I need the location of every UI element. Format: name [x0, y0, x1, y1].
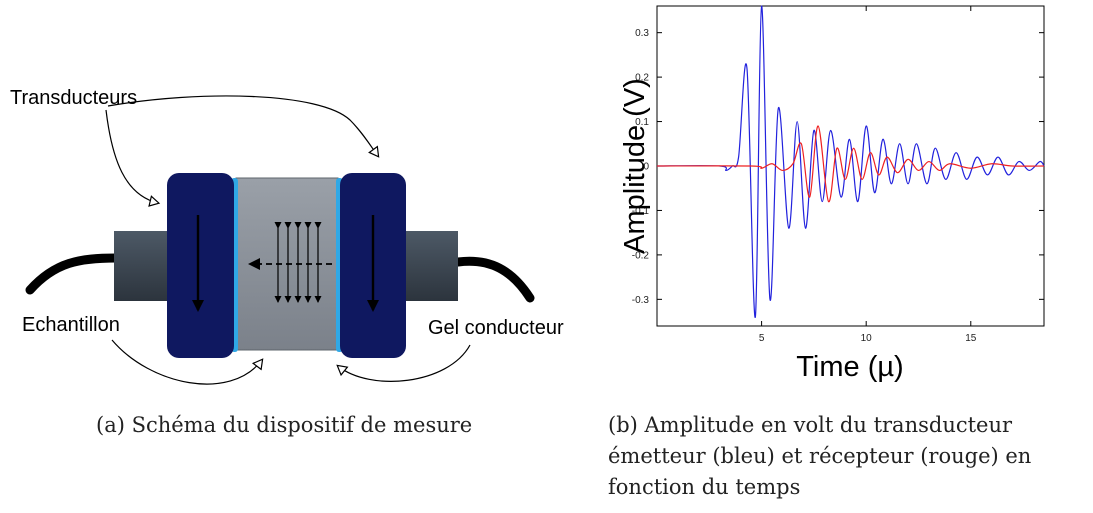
- series-line-emetteur: [656, 5, 1045, 318]
- y-tick-label: -0.3: [632, 295, 650, 306]
- series-line-recepteur: [656, 125, 1045, 203]
- left-housing: [114, 231, 174, 301]
- shear-wave-arrows: [274, 222, 322, 303]
- x-tick-label: 15: [965, 333, 977, 344]
- measurement-setup-diagram: Transducteurs Echantillon Gel conducteur: [10, 87, 564, 385]
- transducer-left: [167, 173, 234, 358]
- caption-b: (b) Amplitude en volt du transducteur ém…: [608, 413, 1032, 499]
- left-cable: [25, 253, 121, 295]
- y-axis-title: Amplitude (V): [619, 78, 651, 254]
- y-tick-label: 0.3: [635, 28, 649, 39]
- amplitude-chart: 0.3 0.2 0.1 0 -0.1 -0.2 -0.3 5 10 15 Amplitude (V…: [619, 5, 1045, 383]
- y-tick-label: 0.1: [635, 117, 649, 128]
- label-transducteurs: Transducteurs: [10, 87, 137, 109]
- right-cable: [453, 256, 535, 303]
- leader-echantillon: [111, 339, 262, 385]
- leader-transducteurs-right: [107, 95, 378, 156]
- right-housing: [400, 231, 458, 301]
- x-axis-title: Time (µ): [796, 351, 903, 383]
- y-tick-label: -0.1: [632, 206, 650, 217]
- y-tick-label: 0.2: [635, 73, 649, 84]
- x-tick-label: 10: [861, 333, 873, 344]
- y-tick-label: -0.2: [632, 250, 650, 261]
- caption-a: (a) Schéma du dispositif de mesure: [96, 413, 473, 437]
- label-gel-conducteur: Gel conducteur: [428, 317, 564, 339]
- label-echantillon: Echantillon: [22, 314, 120, 336]
- leader-transducteurs-left: [105, 109, 158, 203]
- leader-gel: [338, 344, 471, 382]
- y-tick-label: 0: [643, 162, 649, 173]
- x-tick-label: 5: [759, 333, 765, 344]
